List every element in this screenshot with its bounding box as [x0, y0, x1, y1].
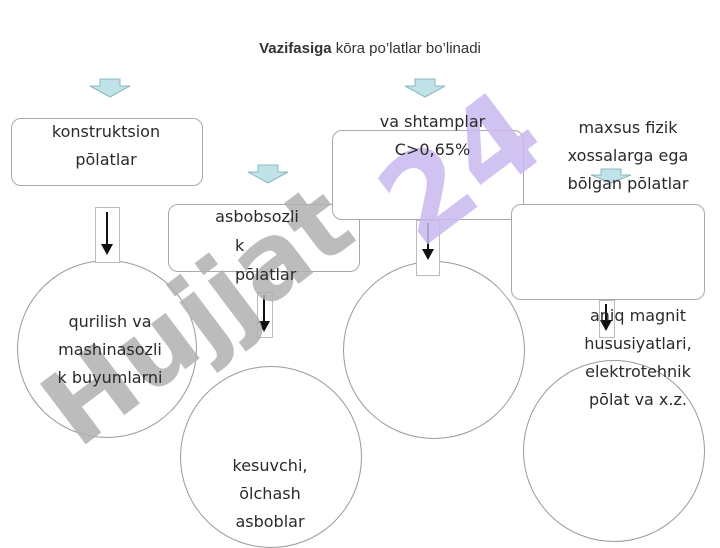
- circle-text-line: aniq magnit: [589, 306, 687, 325]
- box-asbobsozlik-text: asbobsozli k pōlatlar: [193, 202, 321, 289]
- box-text-line: maxsus fizik: [578, 118, 678, 137]
- box-text-line: xossalarga ega: [567, 146, 689, 165]
- title-bold: Vazifasiga: [259, 40, 332, 57]
- box-text-line: pōlatlar: [75, 150, 137, 169]
- down-arrow-icon: [600, 304, 612, 331]
- circle-text-line: kesuvchi,: [232, 456, 308, 475]
- title-rest: kōra po’latlar bo’linadi: [331, 40, 481, 57]
- box-text-line: asbobsozli: [215, 207, 299, 226]
- circle-qurilish-text: qurilish va mashinasozli k buyumlarni: [28, 308, 192, 392]
- circle-text-line: k buyumlarni: [57, 368, 163, 387]
- circle-magnit: [523, 360, 705, 542]
- circle-kesuvchi: [180, 366, 362, 548]
- circle-text-line: pōlat va x.z.: [589, 390, 687, 409]
- box-text-line: va shtamplar: [379, 112, 486, 131]
- box-konstruktsion-text: konstruktsion pōlatlar: [11, 118, 201, 174]
- circle-kesuvchi-text: kesuvchi, ōlchash asboblar: [190, 452, 350, 536]
- circle-text-line: asboblar: [235, 512, 305, 531]
- down-block-arrow-icon: [247, 164, 289, 184]
- box-konstruktsion: [11, 118, 203, 186]
- circle-text-line: qurilish va: [68, 312, 152, 331]
- box-text-line: pōlatlar: [235, 265, 297, 284]
- down-arrow-icon: [258, 295, 270, 332]
- box-maxsus-text: maxsus fizik xossalarga ega bōlgan pōlat…: [547, 114, 709, 198]
- box-shtamplar: [332, 130, 524, 220]
- circle-text-line: hususiyatlari,: [584, 334, 692, 353]
- diagram-title: Vazifasiga kōra po’latlar bo’linadi: [0, 40, 720, 57]
- down-arrow-icon: [422, 223, 434, 260]
- circle-magnit-text: aniq magnit hususiyatlari, elektrotehnik…: [556, 302, 720, 414]
- down-block-arrow-icon: [590, 168, 632, 184]
- box-text-line: bōlgan pōlatlar: [567, 174, 689, 193]
- down-block-arrow-icon: [89, 78, 131, 98]
- circle-text-line: ōlchash: [239, 484, 301, 503]
- down-block-arrow-icon: [404, 78, 446, 98]
- down-arrow-icon: [101, 212, 113, 255]
- circle-text-line: mashinasozli: [58, 340, 162, 359]
- circle-text-line: elektrotehnik: [585, 362, 691, 381]
- box-shtamplar-text: va shtamplar C>0,65%: [345, 108, 520, 164]
- circle-middle: [343, 261, 525, 439]
- box-asbobsozlik: [168, 204, 360, 272]
- box-maxsus: [511, 204, 705, 300]
- box-text-line: k: [235, 236, 245, 255]
- box-text-line: C>0,65%: [394, 140, 471, 159]
- box-text-line: konstruktsion: [51, 122, 161, 141]
